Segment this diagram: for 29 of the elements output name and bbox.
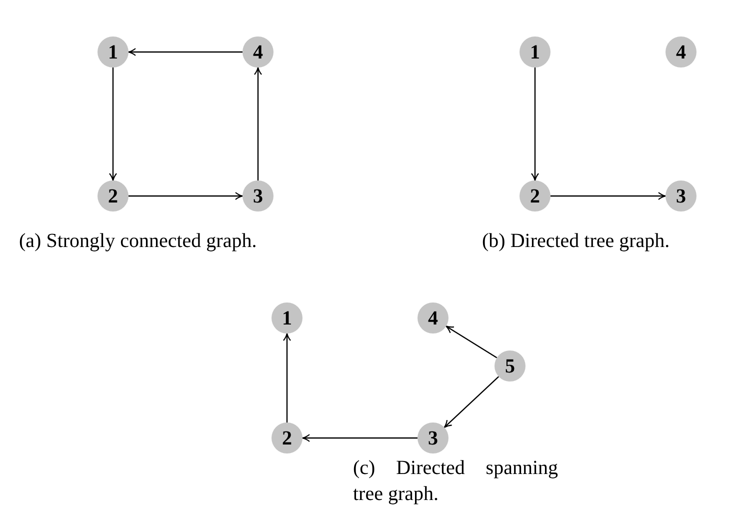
vertex-number: 3 bbox=[676, 186, 686, 206]
graph-vertex bbox=[520, 36, 550, 68]
vertex-number: 4 bbox=[676, 42, 686, 62]
graph-vertex bbox=[98, 180, 128, 212]
vertex-number: 5 bbox=[505, 356, 515, 376]
vertex-number: 2 bbox=[530, 186, 540, 206]
vertex-number: 3 bbox=[253, 186, 263, 206]
graph-vertex bbox=[242, 36, 274, 68]
figure-caption: (a) Strongly connected graph. bbox=[19, 229, 258, 254]
vertex-number: 2 bbox=[282, 428, 292, 448]
graph-vertex bbox=[494, 350, 526, 382]
graph-vertex bbox=[520, 180, 550, 212]
graph-vertex bbox=[418, 422, 448, 454]
vertex-number: 1 bbox=[282, 308, 292, 328]
graph-vertex bbox=[272, 302, 302, 334]
figure-caption: (c) Directed spanning tree graph. bbox=[353, 456, 558, 507]
graph-vertex bbox=[418, 302, 448, 334]
graph-vertex bbox=[272, 422, 302, 454]
vertex-number: 3 bbox=[428, 428, 438, 448]
vertex-number: 4 bbox=[428, 308, 438, 328]
graph-vertex bbox=[98, 36, 128, 68]
figure-caption: (b) Directed tree graph. bbox=[482, 229, 671, 254]
vertex-number: 2 bbox=[108, 186, 118, 206]
graph-vertex bbox=[666, 180, 696, 212]
vertex-number: 4 bbox=[253, 42, 263, 62]
vertex-number: 1 bbox=[530, 42, 540, 62]
graph-vertex bbox=[666, 36, 696, 68]
vertex-number: 1 bbox=[108, 42, 118, 62]
graph-vertex bbox=[242, 180, 274, 212]
